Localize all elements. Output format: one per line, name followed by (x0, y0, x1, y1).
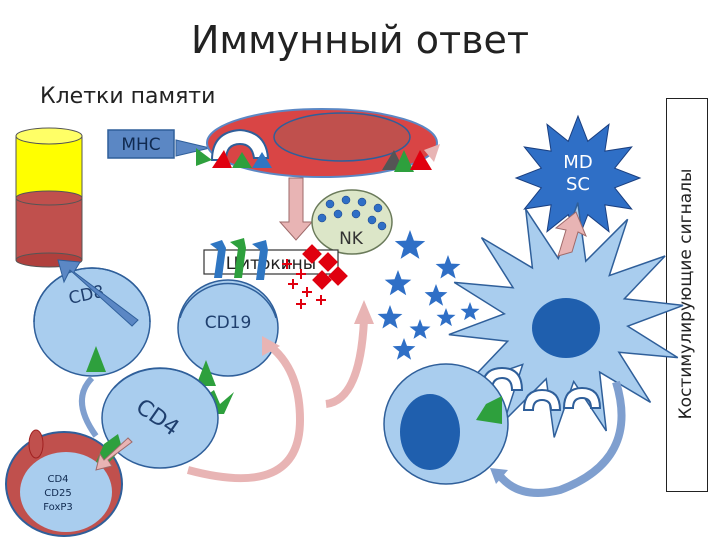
memory-cell-cylinder (15, 127, 83, 268)
curve-arrow-bottom (496, 380, 626, 497)
curve-arrow-right (325, 319, 368, 408)
mhc-box: MHC (107, 129, 175, 159)
blue-stars (377, 230, 480, 360)
blue-star (460, 302, 480, 321)
treg-label-line3: FoxP3 (43, 502, 73, 513)
treg-marker (28, 429, 44, 459)
blue-star (384, 270, 412, 296)
blue-star (436, 308, 456, 327)
blue-star (377, 305, 403, 329)
cd4-to-treg-arrow (95, 437, 133, 471)
slide-title: Иммунный ответ (190, 18, 529, 62)
dendritic-cell (448, 202, 684, 438)
mhc-label: MHC (121, 135, 160, 155)
to-mdsc-arrow (554, 211, 587, 257)
cytokine-molecules (282, 244, 348, 309)
blue-star (394, 230, 426, 259)
blue-star (409, 319, 431, 339)
mdsc-cell: MD SC (514, 114, 642, 242)
mdsc-label-line1: MD (563, 152, 592, 173)
costimulatory-signals-box (666, 98, 708, 492)
cd4-cell: CD4 (101, 367, 219, 469)
cytokines-label: Цитокины (226, 254, 316, 274)
costim-receptors (480, 366, 602, 411)
slide-subtitle: Клетки памяти (40, 84, 216, 109)
curve-arrow-cd8 (78, 375, 99, 438)
b-cell-receptor (476, 396, 502, 424)
mhc-arrow (175, 139, 211, 157)
nk-cell: NK (311, 189, 393, 255)
treg-label-line2: CD25 (44, 488, 71, 499)
cd19-cell: CD19 (177, 279, 279, 377)
antigen-presenting-cell (196, 108, 440, 178)
cd19-label: CD19 (205, 313, 252, 333)
blue-star (435, 255, 461, 279)
apc-down-arrow (278, 177, 314, 241)
treg-label-line1: CD4 (47, 474, 68, 485)
blue-star (392, 338, 416, 360)
nk-label: NK (339, 229, 364, 249)
cytokine-receptors (210, 238, 268, 280)
blue-star (424, 284, 448, 306)
cd8-to-memory-arrow (57, 259, 139, 327)
curve-arrow-cd4 (186, 342, 305, 483)
b-cell-bottom (383, 363, 509, 485)
mdsc-label-line2: SC (566, 174, 590, 195)
